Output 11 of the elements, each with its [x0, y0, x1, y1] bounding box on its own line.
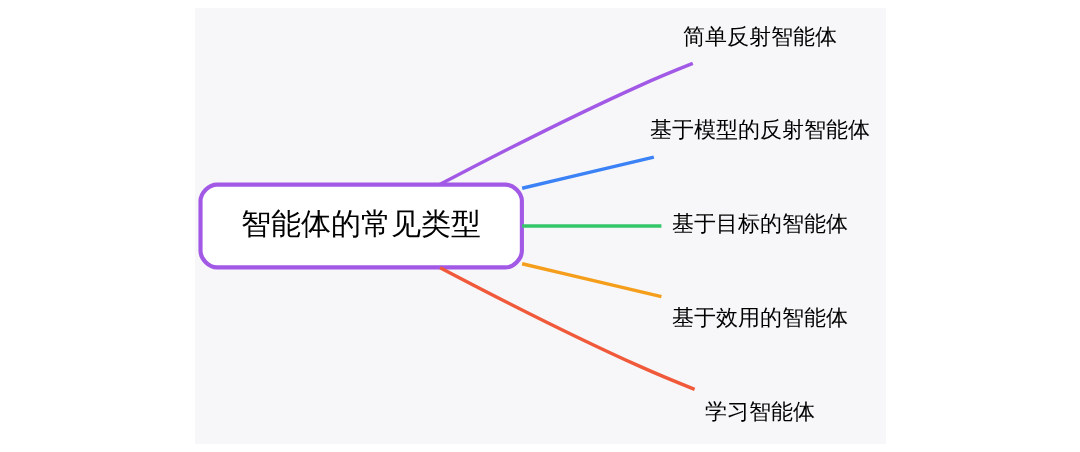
node-text: 简单反射智能体 — [682, 23, 837, 49]
connector — [521, 262, 662, 299]
connector — [521, 224, 661, 228]
node-text: 基于目标的智能体 — [671, 211, 848, 237]
node-text: 基于效用的智能体 — [671, 305, 848, 331]
node-text: 学习智能体 — [704, 398, 815, 424]
node-text: 基于模型的反射智能体 — [649, 117, 870, 143]
connector — [438, 266, 695, 391]
connector — [521, 155, 654, 190]
connector — [438, 61, 693, 186]
node-box: 智能体的常见类型 — [197, 182, 524, 270]
